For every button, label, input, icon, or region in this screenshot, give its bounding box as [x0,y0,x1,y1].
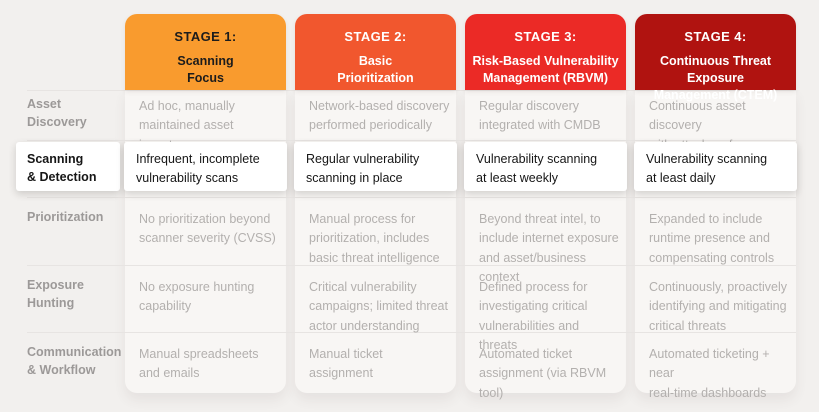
stage-3-header-card: STAGE 3: Risk-Based Vulnerability Manage… [465,14,626,90]
cell-stage2-communication-workflow: Manual ticket assignment [309,347,383,381]
stage-2-label: STAGE 2: [344,29,407,44]
row-label-asset-discovery: Asset Discovery [27,97,87,129]
stage-3-label: STAGE 3: [514,29,577,44]
stage-3-subtitle: Risk-Based Vulnerability Management (RBV… [472,54,619,85]
cell-stage4-prioritization: Expanded to include runtime presence and… [649,212,775,265]
row-divider [27,265,796,266]
cell-stage4-scanning-detection: Vulnerability scanning at least daily [634,142,797,191]
cell-stage1-scanning-detection: Infrequent, incomplete vulnerability sca… [124,142,287,191]
cell-stage1-prioritization: No prioritization beyond scanner severit… [139,212,276,246]
stage-4-subtitle: Continuous Threat Exposure Management (C… [653,54,778,102]
stage-2-header-card: STAGE 2: Basic Prioritization [295,14,456,90]
stage-2-subtitle: Basic Prioritization [337,54,414,85]
cell-stage3-exposure-hunting: Defined process for investigating critic… [479,280,588,353]
cell-stage2-exposure-hunting: Critical vulnerability campaigns; limite… [309,280,448,333]
row-label-communication-workflow: Communication & Workflow [27,345,122,377]
cell-stage3-communication-workflow: Automated ticket assignment (via RBVM to… [479,347,607,400]
cell-stage1-communication-workflow: Manual spreadsheets and emails [139,347,259,381]
cell-stage2-scanning-detection: Regular vulnerability scanning in place [294,142,457,191]
cell-stage2-prioritization: Manual process for prioritization, inclu… [309,212,440,265]
corner-spacer [16,14,116,90]
cell-stage2-asset-discovery: Network-based discovery performed period… [309,99,450,133]
stage-4-label: STAGE 4: [684,29,747,44]
stage-1-label: STAGE 1: [174,29,237,44]
stage-1-header-card: STAGE 1: Scanning Focus [125,14,286,90]
row-label-scanning-detection: Scanning & Detection [16,142,120,191]
cell-stage3-prioritization: Beyond threat intel, to include internet… [479,212,619,285]
cell-stage4-communication-workflow: Automated ticketing + near real-time das… [649,347,770,400]
cell-stage3-scanning-detection: Vulnerability scanning at least weekly [464,142,627,191]
cell-stage4-asset-discovery: Continuous asset discovery with attack s… [649,99,753,171]
row-label-prioritization: Prioritization [27,210,104,224]
stage-4-header-card: STAGE 4: Continuous Threat Exposure Mana… [635,14,796,102]
row-divider [27,197,796,198]
cell-stage4-exposure-hunting: Continuously, proactively identifying an… [649,280,788,333]
row-divider [27,140,796,141]
stage-1-subtitle: Scanning Focus [177,54,234,85]
cell-stage3-asset-discovery: Regular discovery integrated with CMDB [479,99,601,133]
row-label-exposure-hunting: Exposure Hunting [27,278,84,310]
row-divider [27,90,796,91]
row-divider [27,332,796,333]
cell-stage1-asset-discovery: Ad hoc, manually maintained asset invent… [139,99,235,152]
cell-stage1-exposure-hunting: No exposure hunting capability [139,280,255,314]
